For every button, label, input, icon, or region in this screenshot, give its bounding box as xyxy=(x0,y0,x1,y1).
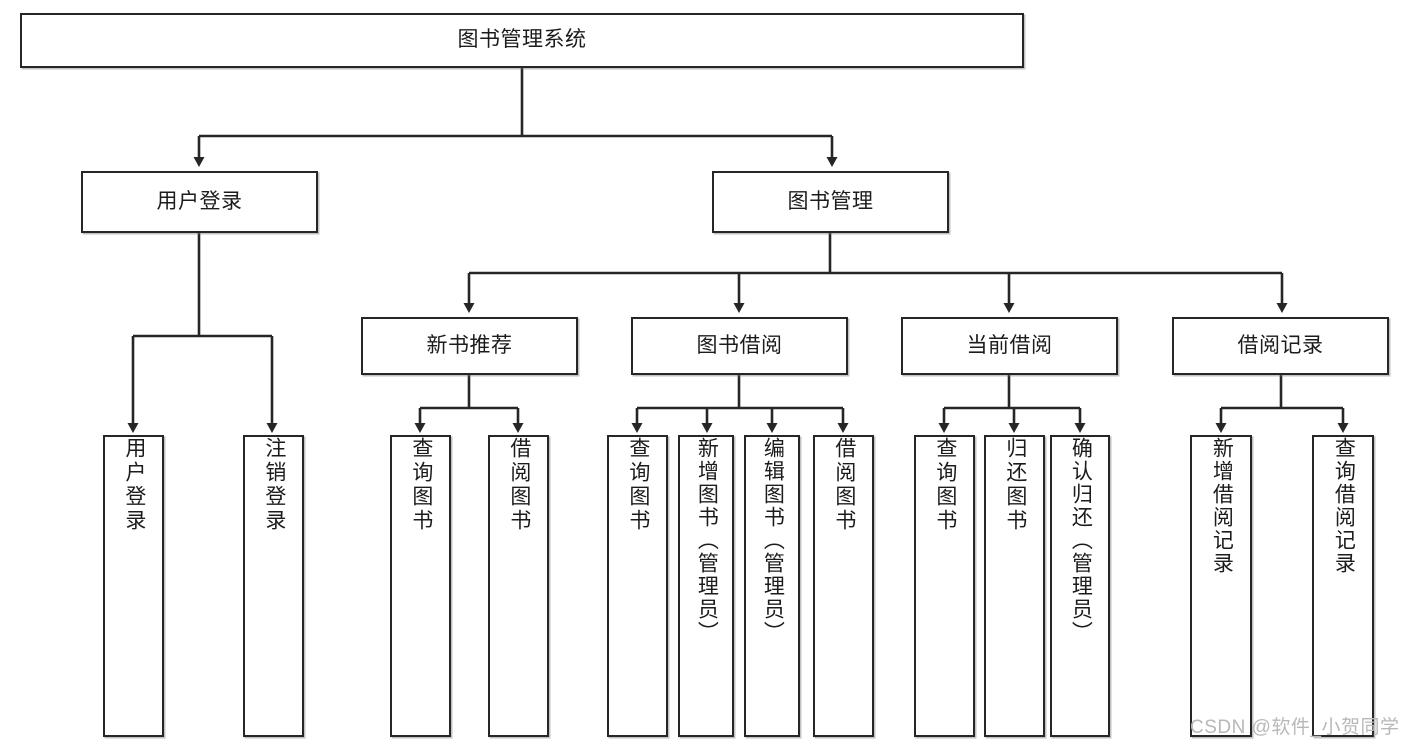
node-leaf-query-book-borrow-label: 查询图书 xyxy=(626,437,650,533)
node-leaf-user-login-label: 用户登录 xyxy=(122,437,146,533)
node-book-management-label: 图书管理 xyxy=(787,189,874,213)
node-borrow-records-label: 借阅记录 xyxy=(1237,333,1324,357)
node-leaf-confirm-return-admin-label: 确认归还（管理员） xyxy=(1069,437,1093,644)
node-root[interactable]: 图书管理系统 xyxy=(20,13,1024,68)
node-leaf-query-book-new-label: 查询图书 xyxy=(409,437,433,533)
node-leaf-add-borrow-record[interactable]: 新增借阅记录 xyxy=(1190,435,1252,737)
node-new-book-recommend[interactable]: 新书推荐 xyxy=(361,317,578,375)
node-leaf-borrow-book[interactable]: 借阅图书 xyxy=(813,435,874,737)
node-leaf-borrow-book-new[interactable]: 借阅图书 xyxy=(488,435,549,737)
node-leaf-add-book-admin-label: 新增图书（管理员） xyxy=(695,437,719,644)
node-leaf-edit-book-admin[interactable]: 编辑图书（管理员） xyxy=(744,435,800,737)
node-current-borrow[interactable]: 当前借阅 xyxy=(901,317,1118,375)
node-leaf-return-book[interactable]: 归还图书 xyxy=(984,435,1045,737)
node-user-login[interactable]: 用户登录 xyxy=(81,171,318,233)
node-root-label: 图书管理系统 xyxy=(457,28,587,52)
node-leaf-query-book-new[interactable]: 查询图书 xyxy=(390,435,451,737)
node-leaf-return-book-label: 归还图书 xyxy=(1003,437,1027,533)
node-leaf-add-borrow-record-label: 新增借阅记录 xyxy=(1210,437,1234,575)
node-user-login-label: 用户登录 xyxy=(156,189,243,213)
node-leaf-borrow-book-new-label: 借阅图书 xyxy=(507,437,531,533)
node-book-management[interactable]: 图书管理 xyxy=(712,171,949,233)
node-leaf-borrow-book-label: 借阅图书 xyxy=(832,437,856,533)
node-book-borrow[interactable]: 图书借阅 xyxy=(631,317,848,375)
node-leaf-query-book-current[interactable]: 查询图书 xyxy=(914,435,975,737)
node-leaf-edit-book-admin-label: 编辑图书（管理员） xyxy=(761,437,785,644)
node-leaf-logout[interactable]: 注销登录 xyxy=(243,435,304,737)
node-leaf-query-borrow-record[interactable]: 查询借阅记录 xyxy=(1312,435,1374,737)
node-leaf-user-login[interactable]: 用户登录 xyxy=(103,435,164,737)
node-leaf-query-borrow-record-label: 查询借阅记录 xyxy=(1332,437,1356,575)
node-leaf-query-book-current-label: 查询图书 xyxy=(933,437,957,533)
node-leaf-confirm-return-admin[interactable]: 确认归还（管理员） xyxy=(1050,435,1110,737)
node-leaf-add-book-admin[interactable]: 新增图书（管理员） xyxy=(678,435,734,737)
csdn-watermark: CSDN @软件_小贺同学 xyxy=(1190,717,1400,738)
node-borrow-records[interactable]: 借阅记录 xyxy=(1172,317,1389,375)
node-current-borrow-label: 当前借阅 xyxy=(966,333,1053,357)
node-new-book-recommend-label: 新书推荐 xyxy=(426,333,513,357)
node-book-borrow-label: 图书借阅 xyxy=(696,333,783,357)
node-leaf-logout-label: 注销登录 xyxy=(262,437,286,533)
node-leaf-query-book-borrow[interactable]: 查询图书 xyxy=(607,435,668,737)
